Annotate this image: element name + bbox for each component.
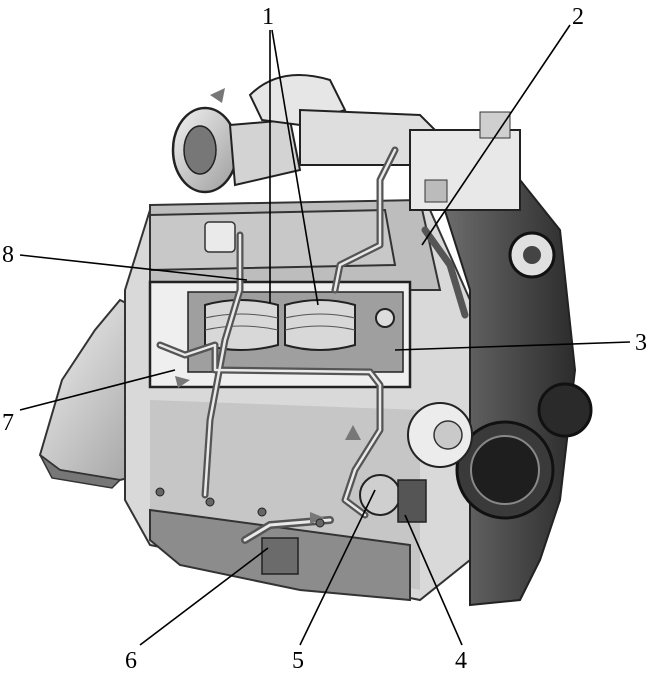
- callout-8: 8: [2, 242, 14, 268]
- turbocharger: [171, 74, 347, 194]
- housing-foot: [39, 454, 122, 489]
- pressure-valve: [397, 479, 427, 523]
- callout-labels: 1 2 3 4 5 6 7 8: [2, 4, 647, 673]
- callout-3: 3: [635, 330, 647, 356]
- leader-7: [19, 369, 176, 411]
- engine-illustration: [38, 74, 593, 607]
- leader-5: [299, 489, 376, 646]
- rocker-cover: [149, 208, 397, 272]
- callout-5: 5: [292, 648, 304, 673]
- leader-6: [139, 547, 269, 646]
- damper-ring: [537, 382, 593, 438]
- oil-pan-drain: [261, 537, 299, 575]
- leader-lines: [19, 24, 631, 646]
- leader-2: [421, 24, 571, 246]
- leader-3: [394, 341, 631, 351]
- callout-4: 4: [455, 648, 467, 673]
- callout-1: 1: [262, 4, 274, 30]
- callout-2: 2: [572, 4, 584, 30]
- leader-8: [19, 254, 248, 281]
- flow-arrows: [175, 88, 361, 524]
- callout-6: 6: [125, 648, 137, 673]
- plug: [375, 308, 395, 328]
- callout-7: 7: [2, 410, 14, 436]
- leader-4: [404, 514, 463, 646]
- leader-1b: [271, 29, 319, 306]
